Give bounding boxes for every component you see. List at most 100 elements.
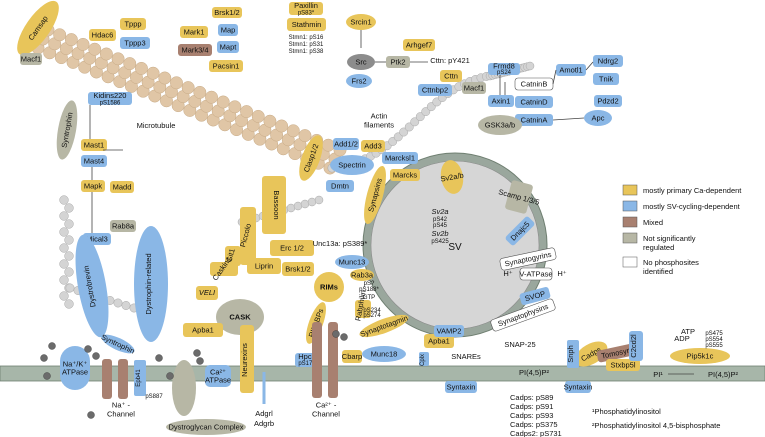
macf1-right: Macf1 xyxy=(462,82,486,94)
add3-shape xyxy=(361,140,385,152)
marcks: Marcks xyxy=(390,169,420,181)
actin-bead xyxy=(410,117,420,127)
cttnbp2-label: Cttnbp2 xyxy=(422,86,448,95)
ca-atpase-label: Ca²⁺ATPase xyxy=(205,368,231,385)
actin-bead xyxy=(64,235,74,245)
syntaxin-shape xyxy=(445,381,477,393)
rims: RIMs xyxy=(314,272,344,302)
srcin1-shape xyxy=(346,14,376,30)
epb41-shape xyxy=(134,360,146,396)
piccolo-shape xyxy=(240,207,256,265)
adgrb-label: Adgrb xyxy=(254,419,274,428)
munc13: Munc13 xyxy=(335,255,369,269)
sv2a-site-2: pS45 xyxy=(433,223,448,229)
munc18-label: Munc18 xyxy=(371,350,398,359)
stathmin-label: Stathmin xyxy=(292,20,322,29)
pip5k1c-shape xyxy=(670,348,730,364)
mark34-shape xyxy=(178,44,212,56)
ion xyxy=(332,330,340,338)
ion xyxy=(340,333,348,341)
map-shape xyxy=(218,24,238,36)
syntrophin-bottom-label: Syntrophin xyxy=(100,332,136,355)
c2cd2l-label: C2cd2l xyxy=(629,334,638,358)
dnajc5-shape xyxy=(505,216,535,246)
git1-label: Git1 xyxy=(224,248,236,264)
add12: Add1/2 xyxy=(333,138,359,150)
apba1-right-shape xyxy=(424,334,454,348)
cttnbp2: Cttnbp2 xyxy=(418,84,452,96)
axin1-label: Axin1 xyxy=(492,97,511,106)
adgrl-label: Adgrl xyxy=(255,409,273,418)
cadps-site-1: Cadps: pS89 xyxy=(510,393,553,402)
dmtn-label: Dmtn xyxy=(331,182,349,191)
camsap-shape xyxy=(17,0,59,56)
dystroglycan-label: Dystroglycan Complex xyxy=(168,423,243,432)
actin-bead xyxy=(65,283,75,293)
catnind-shape xyxy=(515,96,553,108)
synapsins: Synapsins xyxy=(364,165,386,225)
ion xyxy=(196,357,204,365)
mast4: Mast4 xyxy=(81,155,107,167)
gsk3: GSK3a/b xyxy=(478,115,522,135)
ptk2-shape xyxy=(386,56,410,68)
apba1-right: Apba1 xyxy=(424,334,454,348)
ion xyxy=(43,372,51,380)
cplx-label: Cplx xyxy=(420,354,426,366)
h-plus-left: H⁺ xyxy=(503,269,512,278)
paxillin-site: pS83* xyxy=(298,11,315,17)
stmn1-site-2: Stmn1: pS31 xyxy=(289,42,324,48)
src-shape xyxy=(347,54,375,70)
mapt: Mapt xyxy=(217,41,239,53)
marcksl1: Marcksl1 xyxy=(382,152,418,164)
srcin1-label: Srcin1 xyxy=(350,18,371,27)
cplx-shape xyxy=(419,352,429,366)
git1 xyxy=(225,246,241,266)
mast1-shape xyxy=(81,139,107,151)
rab3a: Rab3a xyxy=(350,269,374,281)
tubulin-bead xyxy=(298,129,312,143)
tomosyn: Tomosyn xyxy=(596,343,636,363)
ndrg2: Ndrg2 xyxy=(593,55,623,67)
tubulin-bead xyxy=(263,114,277,128)
actin-bead xyxy=(64,251,74,261)
footnote-2: ²Phosphatidylinositol 4,5-bisphosphate xyxy=(592,421,720,430)
dystrobrevin-shape xyxy=(75,234,109,338)
scamp-shape xyxy=(505,180,533,214)
macf1-right-shape xyxy=(462,82,486,94)
apba1-left: Apba1 xyxy=(183,323,223,337)
macf1-right-label: Macf1 xyxy=(464,84,484,93)
hpca-site: pS175 xyxy=(298,361,316,367)
brsk12-top-shape xyxy=(212,7,242,18)
footnote-1: ¹Phosphatidylinositol xyxy=(592,407,661,416)
munc18: Munc18 xyxy=(362,346,406,362)
stmn1-site-3: Stmn1: pS38 xyxy=(289,49,324,55)
spectrin: Spectrin xyxy=(330,155,374,175)
hdac6-shape xyxy=(89,29,116,41)
tubulin-bead xyxy=(146,66,160,80)
cttnbp2-shape xyxy=(418,84,452,96)
v-atpase: V-ATPase xyxy=(519,267,553,281)
frmd8-shape xyxy=(488,63,520,75)
tubulin-bead xyxy=(321,138,335,152)
apba1-left-label: Apba1 xyxy=(192,326,214,335)
rims-shape xyxy=(314,272,344,302)
amotl1: Amotl1 xyxy=(556,64,586,76)
tubulin-bead xyxy=(111,52,125,66)
brsk12-label: Brsk1/2 xyxy=(285,265,310,274)
tppp3-label: Tppp3 xyxy=(124,39,145,48)
actin-bead xyxy=(286,203,296,213)
vamp2-shape xyxy=(434,325,464,337)
actin-bead xyxy=(59,243,69,253)
pip5k1c-site-1: pS475 xyxy=(705,331,723,337)
munc13-label: Munc13 xyxy=(339,258,366,267)
cask-label: CASK xyxy=(229,313,251,322)
mast1: Mast1 xyxy=(81,139,107,151)
cplx xyxy=(419,352,429,366)
ion xyxy=(48,342,56,350)
veli-shape xyxy=(196,286,218,300)
tnik: Tnik xyxy=(593,73,619,85)
mapt-label: Mapt xyxy=(220,43,238,52)
mark1-shape xyxy=(180,26,208,38)
